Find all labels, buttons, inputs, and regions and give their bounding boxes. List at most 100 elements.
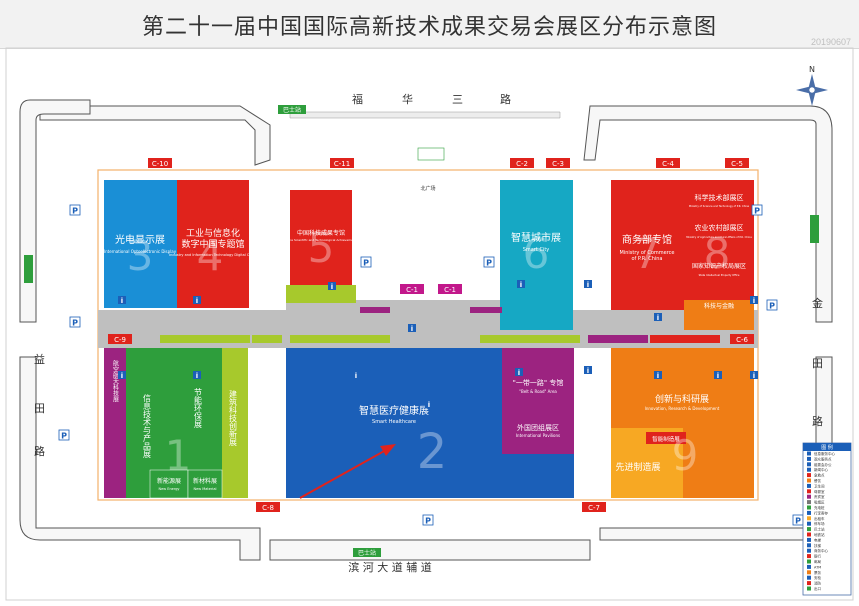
hall-8[interactable]: 8 科学技术部展区 Ministry of Science and Techno… — [684, 180, 754, 330]
svg-text:P: P — [363, 259, 369, 268]
south-road-label: 滨 河 大 道 辅 道 — [348, 560, 431, 574]
gate-c-6-9[interactable]: C-6 — [730, 334, 754, 344]
gate-c-1-6[interactable]: C-1 — [400, 284, 424, 294]
svg-text:P: P — [61, 432, 67, 441]
north-road-char-2: 华 — [402, 92, 413, 106]
legend-item-label: 餐饮 — [814, 478, 822, 483]
info-icon: i — [517, 280, 525, 289]
svg-text:P: P — [795, 517, 801, 526]
legend-item: 吸烟区 — [807, 500, 825, 505]
svg-text:i: i — [518, 369, 520, 377]
corridor-banner-7 — [588, 335, 648, 343]
hall-4[interactable]: 4 工业与信息化 数字中国专题馆 Industry and Informatio… — [169, 180, 257, 308]
svg-text:i: i — [753, 297, 755, 305]
road-outline-w-bottom — [19, 356, 261, 561]
bus-stop-south-label: 巴士站 — [358, 549, 376, 557]
new-material-name: 新材料展 — [193, 477, 217, 485]
hall-9[interactable]: 9 创新与科研展 Innovation, Research & Developm… — [611, 348, 754, 498]
west-road-labels: 益 田 路 — [34, 352, 45, 458]
bus-stop-south: 巴士站 — [353, 548, 381, 557]
hall-6-en: Smart City — [523, 247, 550, 253]
bus-stop-west — [24, 255, 33, 283]
new-energy-name: 新能源展 — [157, 477, 181, 485]
gate-label: C-4 — [662, 160, 674, 168]
legend-item: 出租车 — [807, 516, 825, 521]
new-material-en: New Material — [194, 487, 217, 491]
legend-item-label: ATM — [814, 565, 821, 569]
gate-c-9-8[interactable]: C-9 — [108, 334, 132, 344]
road-outline-nw — [39, 105, 271, 166]
svg-text:i: i — [196, 372, 198, 380]
legend-item-label: 巴士站 — [814, 527, 825, 532]
gate-c-11-1[interactable]: C-11 — [330, 158, 354, 168]
gate-c-2-2[interactable]: C-2 — [510, 158, 534, 168]
red-arrow — [299, 444, 396, 499]
legend-item-label: 消防 — [814, 581, 822, 586]
info-icon: i — [408, 324, 416, 333]
svg-text:i: i — [587, 367, 589, 375]
legend-item: 观众服务点 — [807, 456, 832, 461]
corridor-banner-1 — [160, 335, 250, 343]
legend-item-label: 安检 — [814, 575, 822, 580]
belt-road-area[interactable]: "一带一路" 专馆 "Belt & Road" Area 外国团组展区 Inte… — [502, 348, 574, 454]
hall-5[interactable]: 5 中国科技成果专馆 China Scientific and Technolo… — [284, 190, 358, 303]
gate-label: C-7 — [588, 504, 600, 512]
info-icon: i — [118, 371, 126, 380]
hall-6[interactable]: 6 智慧城市展 Smart City — [500, 180, 573, 330]
svg-text:i: i — [331, 283, 333, 291]
corridor-banner-4 — [360, 307, 390, 313]
hall-1-en: Smart Healthcare — [372, 419, 416, 425]
north-sidewalk — [289, 111, 561, 119]
svg-text:i: i — [355, 372, 357, 380]
map-title: 第二十一届中国国际高新技术成果交易会展区分布示意图 — [141, 15, 717, 40]
hall-4-name-line1: 工业与信息化 — [186, 227, 240, 239]
info-icon: i — [118, 296, 126, 305]
building-name: 建筑科技创新展 — [229, 389, 238, 447]
svg-text:i: i — [520, 281, 522, 289]
gate-c-4-4[interactable]: C-4 — [656, 158, 680, 168]
west-road-char-2: 田 — [34, 402, 45, 415]
gate-label: C-1 — [406, 286, 418, 294]
legend-item-label: 组委会办公 — [814, 462, 832, 467]
bus-stop-north-label: 巴士站 — [283, 106, 301, 114]
gate-c-7-11[interactable]: C-7 — [582, 502, 606, 512]
svg-text:P: P — [425, 517, 431, 526]
legend-item: 邮局 — [807, 559, 822, 564]
road-outline-ne — [583, 105, 833, 323]
parking-icon: P — [58, 429, 70, 441]
parking-icon: P — [422, 514, 434, 526]
smart-mfg-name: 智能制造展 — [652, 435, 680, 443]
hall-2[interactable]: 1 航空航天科技展 信息技术与产品展 节能环保展 建筑科技创新展 新能源展 Ne… — [104, 348, 248, 499]
gate-c-10-0[interactable]: C-10 — [148, 158, 172, 168]
gate-label: C-1 — [444, 286, 456, 294]
hall-7[interactable]: 7 商务部专馆 Ministry of Commerce of P.R. Chi… — [611, 180, 684, 310]
gate-c-5-5[interactable]: C-5 — [725, 158, 749, 168]
hall-5-en: China Scientific and Technological Achie… — [284, 238, 358, 242]
legend-item: 出口 — [807, 586, 822, 591]
title-bar: 第二十一届中国国际高新技术成果交易会展区分布示意图 20190607 — [0, 0, 859, 49]
svg-text:i: i — [428, 401, 430, 409]
ip-name: 国家知识产权局展区 — [692, 262, 746, 270]
legend-item: 贵宾室 — [807, 494, 825, 499]
hall-4-number: 4 — [197, 231, 224, 280]
legend-item-label: 商务中心 — [814, 548, 828, 553]
gate-c-1-7[interactable]: C-1 — [438, 284, 462, 294]
east-road-char-1: 金 — [812, 296, 823, 310]
legend-item-label: 充电桩 — [814, 505, 825, 510]
gate-c-3-3[interactable]: C-3 — [546, 158, 570, 168]
svg-text:P: P — [754, 207, 760, 216]
agri-name: 农业农村部展区 — [695, 223, 744, 232]
legend-item: 安检 — [807, 575, 822, 580]
info-icon: i — [352, 371, 360, 380]
hall-3-en: International Optoelectronic Display — [104, 249, 177, 254]
hall-4-en: Industry and Information Technology Digi… — [169, 253, 257, 257]
agri-en: Ministry of Agriculture and Rural Affair… — [686, 235, 752, 239]
energy-saving-name: 节能环保展 — [194, 388, 203, 429]
info-icon: i — [193, 296, 201, 305]
hall-2-number: 1 — [165, 431, 192, 480]
gate-c-8-10[interactable]: C-8 — [256, 502, 280, 512]
hall-3[interactable]: 3 光电显示展 International Optoelectronic Dis… — [104, 180, 177, 308]
advanced-mfg-name: 先进制造展 — [615, 461, 660, 473]
hall-5-name: 中国科技成果专馆 — [297, 229, 345, 237]
